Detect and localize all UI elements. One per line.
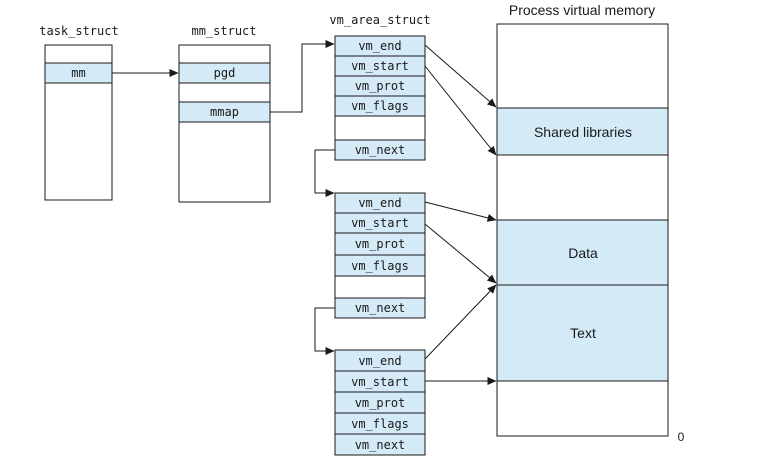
- vm-area-3-vm-flags: vm_flags: [351, 417, 409, 431]
- task-struct-title: task_struct: [39, 24, 118, 38]
- region-data: [496, 219, 669, 286]
- arrow-area-1-start: [424, 65, 497, 156]
- vm-area-3-vm-prot: vm_prot: [355, 396, 406, 410]
- mm-struct-pgd-cell: [178, 62, 271, 84]
- task-struct-mm-label: mm: [71, 66, 85, 80]
- arrow-vm-next-1-to-vm-area-2: [314, 149, 335, 197]
- region-shared-libraries-label: Shared libraries: [534, 124, 632, 140]
- region-text-label: Text: [570, 325, 596, 341]
- vm-area-struct-title: vm_area_struct: [329, 13, 430, 27]
- region-data-label: Data: [568, 245, 598, 261]
- vm-area-2-vm-prot: vm_prot: [355, 237, 406, 251]
- connectors: [112, 40, 497, 385]
- address-zero-label: 0: [678, 430, 685, 444]
- vm-area-2-vm-flags: vm_flags: [351, 259, 409, 273]
- vm-area-1-vm-prot: vm_prot: [355, 79, 406, 93]
- vm-area-2-vm-start: vm_start: [351, 216, 409, 230]
- vm-area-1: vm_end vm_start vm_prot vm_flags vm_next: [334, 35, 426, 161]
- vm-area-1-vm-end: vm_end: [358, 39, 401, 53]
- vm-area-2-gap-cell: [334, 275, 426, 299]
- vm-area-1-vm-next: vm_next: [355, 143, 406, 157]
- vm-area-3-vm-next-cell: [334, 433, 426, 456]
- arrow-area-2-start: [424, 223, 497, 284]
- vm-area-1-vm-flags: vm_flags: [351, 99, 409, 113]
- vm-area-2-vm-next: vm_next: [355, 301, 406, 315]
- mm-struct-mmap-label: mmap: [210, 105, 239, 119]
- mm-struct: mm_struct pgd mmap: [178, 24, 271, 203]
- process-memory-title: Process virtual memory: [509, 2, 655, 18]
- arrow-mmap-to-vm-area-1: [270, 40, 335, 113]
- arrow-area-1-end: [424, 44, 497, 108]
- vm-area-2-vm-end: vm_end: [358, 196, 401, 210]
- arrow-vm-next-2-to-vm-area-3: [314, 307, 335, 355]
- mm-struct-pgd-label: pgd: [214, 66, 236, 80]
- region-text: [496, 284, 669, 382]
- process-virtual-memory: Process virtual memory Shared libraries …: [496, 2, 685, 444]
- vm-area-1-gap-cell: [334, 115, 426, 141]
- vm-area-3-vm-start: vm_start: [351, 375, 409, 389]
- arrow-area-3-end: [424, 284, 497, 360]
- vm-area-1-vm-start: vm_start: [351, 59, 409, 73]
- arrow-area-2-end: [424, 201, 497, 222]
- vm-area-3-vm-next: vm_next: [355, 438, 406, 452]
- vm-area-3: vm_end vm_start vm_prot vm_flags vm_next: [334, 349, 426, 456]
- vm-area-3-vm-end: vm_end: [358, 354, 401, 368]
- mm-struct-title: mm_struct: [191, 24, 256, 38]
- task-struct: task_struct mm: [39, 24, 119, 201]
- vm-area-2: vm_end vm_start vm_prot vm_flags vm_next: [334, 192, 426, 319]
- region-shared-libraries: [496, 107, 669, 156]
